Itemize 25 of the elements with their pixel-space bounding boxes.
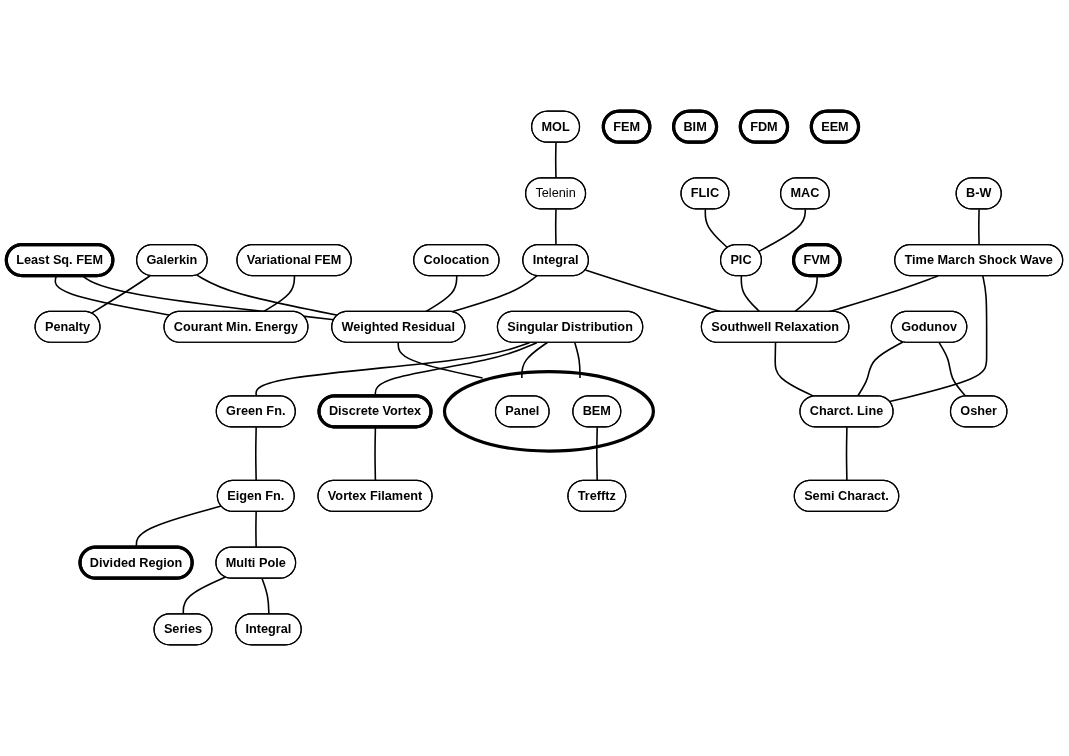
- connector: [845, 426, 848, 482]
- connector: [573, 341, 581, 379]
- connector: [888, 275, 988, 403]
- connector: [262, 275, 296, 313]
- connector: [374, 426, 377, 482]
- connector: [451, 275, 538, 313]
- connector: [794, 275, 818, 313]
- connector: [255, 511, 257, 549]
- cluster: [442, 370, 655, 453]
- connector: [704, 208, 729, 249]
- connector: [424, 275, 458, 313]
- connector: [740, 275, 761, 313]
- connector: [978, 208, 980, 246]
- connector: [554, 208, 557, 246]
- connector: [255, 426, 257, 482]
- connector: [758, 208, 807, 253]
- connector: [938, 341, 967, 398]
- connector: [521, 341, 549, 379]
- connector: [81, 275, 335, 321]
- connector: [596, 426, 598, 482]
- connector: [397, 341, 484, 379]
- connector: [774, 341, 815, 398]
- connector: [90, 275, 151, 314]
- connector: [196, 274, 339, 317]
- connector: [54, 275, 171, 316]
